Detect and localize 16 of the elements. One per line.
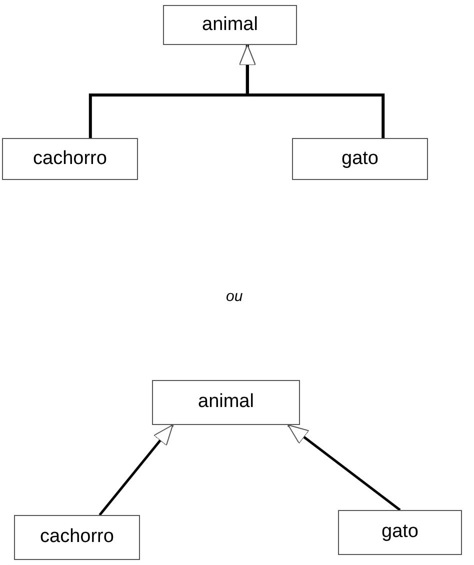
class-name: animal — [202, 12, 258, 37]
class-name: animal — [198, 390, 254, 414]
inheritance-arrow — [238, 44, 385, 138]
inheritance-arrow — [98, 424, 174, 516]
class-name: gato — [382, 520, 418, 544]
inheritance-arrow — [287, 424, 401, 511]
class-name: gato — [342, 146, 378, 171]
class-box — [2, 138, 138, 180]
class-box — [152, 380, 300, 425]
class-name: cachorro — [40, 525, 114, 550]
class-name: cachorro — [33, 146, 107, 171]
class-box — [14, 515, 140, 560]
class-box — [292, 138, 428, 180]
class-box — [338, 510, 462, 555]
class-box — [163, 5, 297, 45]
separator-text: ou — [226, 287, 243, 307]
